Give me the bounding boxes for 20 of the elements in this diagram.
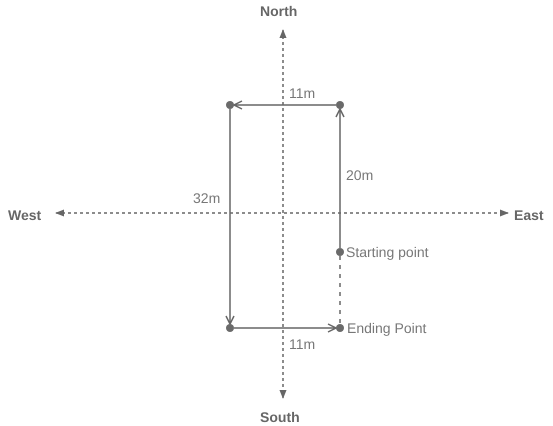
path-arrow	[233, 100, 336, 110]
point-dot	[336, 324, 344, 332]
dashed-line	[339, 256, 341, 324]
point-dot	[226, 324, 234, 332]
edge-label: 11m	[288, 85, 316, 101]
point-dot	[226, 101, 234, 109]
edge-label: 32m	[192, 190, 222, 206]
direction-label: East	[514, 207, 544, 223]
path-arrow	[225, 109, 235, 325]
point-dot	[336, 101, 344, 109]
direction-label: West	[8, 207, 42, 223]
point-dot	[336, 248, 344, 256]
direction-label: North	[260, 3, 298, 19]
point-label: Starting point	[346, 244, 428, 260]
edge-label: 20m	[345, 167, 374, 183]
path-arrow	[234, 323, 337, 333]
point-label: Ending Point	[347, 320, 426, 336]
edge-label: 11m	[288, 336, 316, 352]
direction-label: South	[260, 409, 300, 425]
path-arrow	[335, 108, 345, 248]
